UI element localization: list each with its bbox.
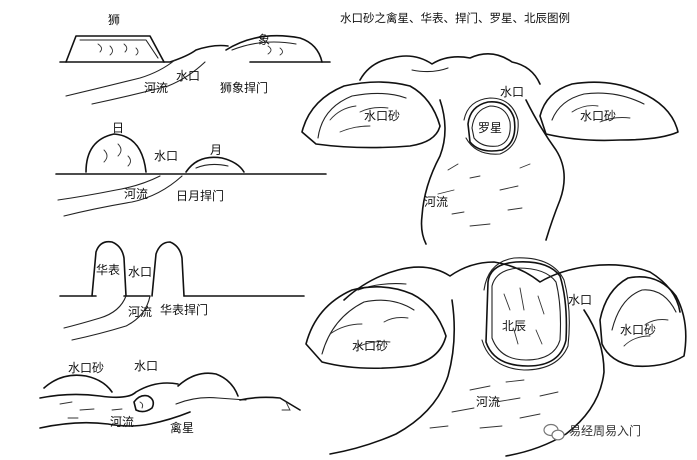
- river-banks: [39, 382, 191, 429]
- label-moon: 月: [210, 143, 222, 157]
- label-sand: 水口砂: [68, 361, 104, 375]
- label-water-mouth: 水口: [500, 85, 524, 99]
- label-star: 北辰: [502, 319, 526, 333]
- label-elephant: 象: [258, 33, 270, 47]
- right-hill: [175, 372, 301, 411]
- label-water-mouth: 水口: [154, 149, 178, 163]
- label-sand-right: 水口砂: [620, 323, 656, 337]
- label-sun: 日: [112, 121, 124, 135]
- left-sand-hill: [301, 81, 441, 149]
- label-sand-left: 水口砂: [364, 109, 400, 123]
- huabiao-pillar-right: [151, 241, 185, 297]
- river: [63, 295, 151, 341]
- background-ridge: [343, 261, 681, 313]
- label-gate: 华表捍门: [160, 302, 208, 317]
- diagram-title: 水口砂之禽星、华表、捍门、罗星、北辰图例: [340, 11, 570, 25]
- panel-huabiao-gate: 华表 水口 河流 华表捍门: [59, 240, 305, 341]
- label-water-mouth: 水口: [134, 359, 158, 373]
- river: [57, 175, 183, 217]
- label-lion: 狮: [108, 13, 120, 27]
- label-river: 河流: [128, 305, 152, 319]
- label-river: 河流: [110, 415, 134, 429]
- panel-qinxing: 水口砂 水口 河流 禽星: [39, 359, 301, 435]
- label-gate: 日月捍门: [176, 188, 224, 203]
- sun-hill: [85, 133, 147, 173]
- back-ridge: [359, 53, 541, 85]
- label-water-mouth: 水口: [568, 293, 592, 307]
- left-sand-hill: [305, 286, 447, 370]
- label-star: 禽星: [170, 420, 194, 435]
- beichen-rock: [481, 257, 570, 371]
- left-sand-hill: [43, 374, 113, 393]
- label-water-mouth: 水口: [128, 265, 152, 279]
- label-river: 河流: [424, 195, 448, 209]
- river: [329, 299, 605, 457]
- lion-hill: [65, 35, 165, 63]
- label-river: 河流: [144, 81, 168, 95]
- watermark: 易经周易入门: [543, 423, 641, 441]
- panel-sun-moon-gate: 日 月 水口 河流 日月捍门: [55, 121, 327, 217]
- panel-luoxing: 水口 水口砂 水口砂 罗星 河流: [301, 53, 679, 245]
- label-sand-left: 水口砂: [352, 339, 388, 353]
- elephant-hill: [225, 34, 323, 63]
- right-sand-hill: [539, 81, 679, 142]
- right-sand-hill: [599, 276, 687, 368]
- huabiao-pillar-left: [91, 240, 127, 297]
- label-river: 河流: [476, 395, 500, 409]
- label-pillar: 华表: [96, 263, 120, 277]
- wechat-icon: [543, 423, 565, 441]
- label-sand-right: 水口砂: [580, 109, 616, 123]
- label-water-mouth: 水口: [176, 69, 200, 83]
- label-star: 罗星: [478, 121, 502, 135]
- luoxing-rock: [463, 97, 519, 155]
- label-river: 河流: [124, 187, 148, 201]
- ground-line: [59, 44, 229, 63]
- river: [420, 99, 565, 245]
- watermark-text: 易经周易入门: [569, 423, 641, 438]
- panel-lion-elephant-gate: 狮 象 水口 河流 狮象捍门: [59, 13, 331, 105]
- label-gate: 狮象捍门: [220, 80, 268, 95]
- panel-beichen: 水口砂 水口砂 北辰 水口 河流: [305, 257, 687, 457]
- river: [65, 59, 206, 105]
- moon-hill: [185, 156, 245, 173]
- qinxing-rock: [133, 394, 155, 413]
